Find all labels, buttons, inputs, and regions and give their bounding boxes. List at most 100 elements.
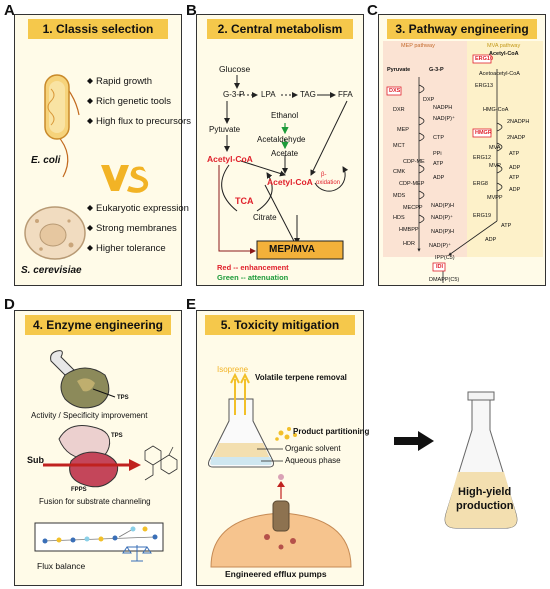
- legend-green: Green -- attenuation: [217, 273, 289, 282]
- scer-label: S. cerevisiae: [21, 265, 82, 276]
- panel-classis-selection: 1. Classis selection: [14, 14, 191, 286]
- tps-label-2: TPS: [111, 433, 123, 439]
- legend-red: Red -- enhancement: [217, 263, 289, 272]
- oxidation-label: oxidation: [316, 180, 341, 186]
- tag-label: TAG: [300, 90, 316, 99]
- mep-g3p: G-3-P: [429, 67, 444, 73]
- mep-nadp2: NAD(P)⁺: [431, 215, 453, 221]
- hmgr-box: [472, 128, 492, 138]
- mva-atp3: ATP: [501, 223, 512, 229]
- panel-e-title: 5. Toxicity mitigation: [205, 315, 355, 335]
- pyruvate-label: Pytuvate: [209, 125, 241, 134]
- dmapp-label: DMAPP(C5): [429, 277, 460, 283]
- mva-erg12: ERG12: [473, 155, 492, 161]
- mva-mvpp: MVPP: [487, 195, 503, 201]
- mva-atp: ATP: [509, 151, 520, 157]
- ecoli-point: Rapid growth: [96, 76, 152, 87]
- citrate-label: Citrate: [253, 213, 277, 222]
- dxs-box: [386, 86, 402, 96]
- mep-atp: ATP: [433, 161, 444, 167]
- scer-point: Higher tolerance: [96, 243, 166, 254]
- mva-adp2: ADP: [509, 187, 521, 193]
- mva-hmgcoa: HMG-CoA: [483, 107, 509, 113]
- mep-cdpme: CDP-ME: [403, 159, 425, 165]
- panel-letter-a: A: [4, 2, 15, 19]
- result-line-1: High-yield: [458, 486, 512, 498]
- g3p-label: G-3-P: [223, 90, 245, 99]
- scer-point: Eukaryotic expression: [96, 203, 189, 214]
- aqueous-label: Aqueous phase: [285, 456, 341, 465]
- mepmva-box: [256, 240, 344, 260]
- enzyme-tps-icon: [60, 367, 116, 409]
- mep-adp: ADP: [433, 175, 445, 181]
- product-droplets-icon: [275, 427, 297, 441]
- right-arrow-icon: [394, 431, 434, 451]
- mep-mep: MEP: [397, 127, 409, 133]
- panel-pathway-engineering: 3. Pathway engineering MEP pathway MVA p…: [378, 14, 546, 286]
- hmgr-label: HMGR: [475, 130, 492, 136]
- acetate-label: Acetate: [271, 149, 299, 158]
- mva-header: MVA pathway: [487, 43, 521, 49]
- flask-two-phase-icon: [208, 398, 283, 468]
- mva-erg19: ERG19: [473, 213, 492, 219]
- mep-hdr: HDR: [403, 241, 415, 247]
- flux-network-icon: [42, 526, 158, 544]
- panel-central-metabolism: 2. Central metabolism: [196, 14, 364, 286]
- mva-mva: MVA: [489, 145, 501, 151]
- bullet-icon: [87, 225, 93, 231]
- mva-mvp: MVP: [489, 163, 501, 169]
- yeast-cell-icon: [24, 206, 86, 260]
- fpps-label: FPPS: [71, 487, 87, 493]
- panel-c-graphics: [383, 41, 543, 283]
- efflux-label: Engineered efflux pumps: [225, 569, 327, 579]
- ecoli-point: Rich genetic tools: [96, 96, 171, 107]
- ecoli-label: E. coli: [31, 155, 61, 166]
- isoprene-arrows-icon: [230, 372, 250, 415]
- mep-mct: MCT: [393, 143, 405, 149]
- mep-nadp3: NAD(P)⁺: [429, 243, 451, 249]
- mep-nadp: NAD(P)⁺: [433, 116, 455, 122]
- mep-nadph: NADPH: [433, 105, 453, 111]
- dxs-label: DXS: [389, 88, 401, 94]
- ecoli-cell-icon: [44, 74, 80, 178]
- panel-d-graphics: [34, 350, 178, 562]
- ffa-label: FFA: [338, 90, 353, 99]
- acetylcoa-label-2: Acetyl-CoA: [267, 177, 313, 187]
- partitioning-label: Product partitioning: [293, 427, 370, 436]
- result-line-2: production: [456, 500, 514, 512]
- volatile-label: Volatile terpene removal: [255, 373, 347, 382]
- panel-a-illustrations: [24, 74, 149, 260]
- isoprene-label: Isoprene: [217, 365, 249, 374]
- organic-label: Organic solvent: [285, 444, 341, 453]
- bullet-icon: [87, 98, 93, 104]
- mep-header: MEP pathway: [401, 43, 435, 49]
- idi-box: [432, 262, 446, 272]
- sub-label: Sub: [27, 455, 44, 465]
- mep-dxp: DXP: [423, 97, 435, 103]
- erg10-label: ERG10: [475, 56, 494, 62]
- mep-dxr: DXR: [393, 107, 405, 113]
- ipp-label: IPP(C5): [435, 255, 455, 261]
- flux-balance-box: [34, 522, 164, 552]
- panel-letter-c: C: [367, 2, 378, 19]
- bullet-icon: [87, 245, 93, 251]
- tca-label: TCA: [235, 196, 254, 206]
- mva-erg13: ERG13: [475, 83, 494, 89]
- ecoli-point: High flux to precursors: [96, 116, 192, 127]
- panel-b-title: 2. Central metabolism: [207, 19, 353, 39]
- panel-enzyme-engineering: 4. Enzyme engineering: [14, 310, 182, 586]
- scer-point: Strong membranes: [96, 223, 177, 234]
- idi-label: IDI: [436, 264, 444, 270]
- panel-letter-e: E: [186, 296, 197, 313]
- tps-label-1: TPS: [117, 395, 129, 401]
- mva-2nadp: 2NADP: [507, 135, 526, 141]
- mep-cmk: CMK: [393, 169, 406, 175]
- mep-hds: HDS: [393, 215, 405, 221]
- fusion-enzymes-icon: [43, 425, 141, 488]
- mepmva-label: MEP/MVA: [269, 244, 315, 255]
- panel-a-title: 1. Classis selection: [28, 19, 168, 39]
- balance-scale-icon: [122, 545, 152, 562]
- mep-nadph3: NAD(P)H: [431, 229, 454, 235]
- ethanol-label: Ethanol: [271, 111, 299, 120]
- mva-acetoacetyl: Acetoacetyl-CoA: [479, 71, 520, 77]
